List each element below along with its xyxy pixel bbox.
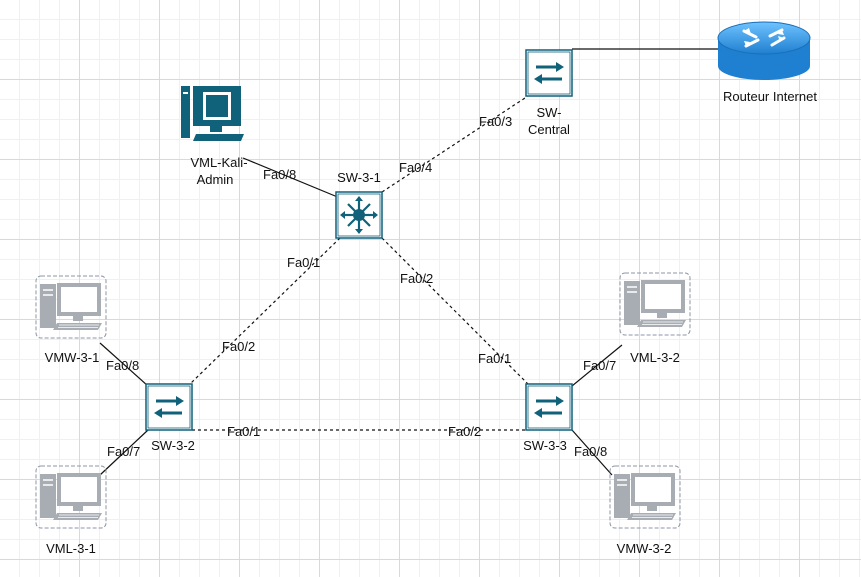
vml32-label: VML-3-2 bbox=[630, 350, 680, 365]
workstation-icon bbox=[181, 86, 244, 141]
link-sw31-sw32 bbox=[189, 237, 341, 385]
link-sw31-sw33 bbox=[381, 237, 529, 385]
switch-sw-3-2[interactable]: SW-3-2 bbox=[144, 382, 195, 453]
link-vml32-sw33 bbox=[571, 344, 623, 387]
pc-icon bbox=[609, 465, 681, 529]
port-label: Fa0/1 bbox=[227, 424, 260, 439]
port-label: Fa0/7 bbox=[107, 444, 140, 459]
host-vmw-3-2[interactable]: VMW-3-2 bbox=[609, 465, 681, 556]
switch-icon bbox=[144, 382, 194, 432]
port-label: Fa0/8 bbox=[574, 444, 607, 459]
pc-icon bbox=[619, 272, 691, 336]
port-label: Fa0/8 bbox=[263, 167, 296, 182]
vml31-label: VML-3-1 bbox=[46, 541, 96, 556]
port-labels: Fa0/8 Fa0/4 Fa0/3 Fa0/1 Fa0/2 Fa0/2 Fa0/… bbox=[106, 114, 616, 459]
pc-icon bbox=[35, 275, 107, 339]
sw-central-label-line2: Central bbox=[528, 122, 570, 137]
sw-central-label-line1: SW- bbox=[536, 105, 561, 120]
port-label: Fa0/1 bbox=[287, 255, 320, 270]
port-label: Fa0/7 bbox=[583, 358, 616, 373]
multilayer-switch-icon bbox=[335, 191, 383, 239]
host-vml-3-1[interactable]: VML-3-1 bbox=[35, 465, 107, 556]
kali-label-line1: VML-Kali- bbox=[190, 155, 247, 170]
vmw31-label: VMW-3-1 bbox=[45, 350, 100, 365]
links-layer bbox=[99, 48, 718, 476]
router-internet[interactable]: Routeur Internet bbox=[717, 21, 817, 104]
port-label: Fa0/2 bbox=[448, 424, 481, 439]
host-vml-3-2[interactable]: VML-3-2 bbox=[619, 272, 691, 365]
port-label: Fa0/2 bbox=[222, 339, 255, 354]
host-vml-kali-admin[interactable]: VML-Kali- Admin bbox=[181, 86, 248, 187]
port-label: Fa0/8 bbox=[106, 358, 139, 373]
port-label: Fa0/4 bbox=[399, 160, 432, 175]
switch-sw-central[interactable]: SW- Central bbox=[524, 48, 574, 137]
host-vmw-3-1[interactable]: VMW-3-1 bbox=[35, 275, 107, 365]
switch-sw-3-3[interactable]: SW-3-3 bbox=[523, 382, 574, 453]
link-sw31-central bbox=[381, 95, 529, 193]
switch-sw-3-1[interactable]: SW-3-1 bbox=[335, 170, 383, 239]
sw31-label: SW-3-1 bbox=[337, 170, 381, 185]
port-label: Fa0/3 bbox=[479, 114, 512, 129]
switch-icon bbox=[524, 382, 574, 432]
router-label: Routeur Internet bbox=[723, 89, 817, 104]
vmw32-label: VMW-3-2 bbox=[617, 541, 672, 556]
link-vmw31-sw32 bbox=[99, 342, 149, 387]
router-icon bbox=[717, 21, 811, 80]
port-label: Fa0/2 bbox=[400, 271, 433, 286]
switch-icon bbox=[524, 48, 574, 98]
kali-label-line2: Admin bbox=[197, 172, 234, 187]
pc-icon bbox=[35, 465, 107, 529]
link-kali-sw31 bbox=[242, 157, 341, 199]
sw32-label: SW-3-2 bbox=[151, 438, 195, 453]
port-label: Fa0/1 bbox=[478, 351, 511, 366]
link-vml31-sw32 bbox=[99, 429, 149, 476]
link-vmw32-sw33 bbox=[571, 429, 613, 476]
sw33-label: SW-3-3 bbox=[523, 438, 567, 453]
